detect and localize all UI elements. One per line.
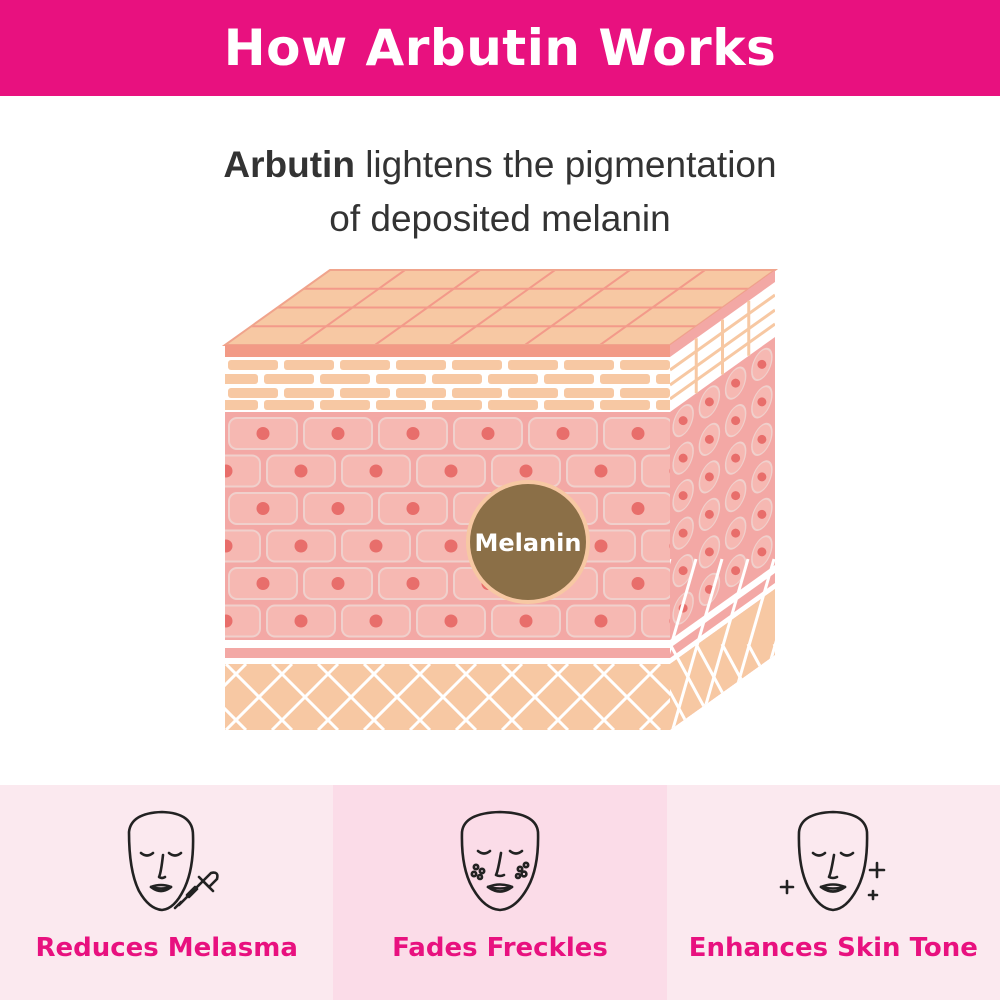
benefit-label-reduces-melasma: Reduces Melasma [35,933,298,963]
face-freckles-icon [460,810,540,912]
benefit-enhances-skin-tone: Enhances Skin Tone [666,785,1000,1000]
fat-lattice [225,662,670,730]
epidermis-bricks [225,360,670,410]
face-sparkle-icon [780,810,886,912]
melanin-label: Melanin [475,529,582,557]
title-banner: How Arbutin Works [0,0,1000,96]
dermis-layer [225,412,670,640]
intro-text: Arbutin lightens the pigmentation of dep… [0,138,1000,246]
intro-bold: Arbutin [223,144,355,185]
skin-layers-diagram: Melanin [221,269,779,730]
benefits-row: Reduces Melasma Fades Freckles [0,785,1000,1000]
intro-line-2: of deposited melanin [329,198,671,239]
skin-surface-top [225,270,775,345]
surface-edge [225,345,670,357]
subcutaneous-layer [225,664,670,730]
benefit-fades-freckles: Fades Freckles [333,785,667,1000]
benefit-reduces-melasma: Reduces Melasma [0,785,334,1000]
benefit-label-fades-freckles: Fades Freckles [392,933,608,963]
face-dropper-icon [127,810,219,912]
skin-cells [225,417,670,638]
melanin-granule: Melanin [466,480,590,604]
benefit-label-enhances-skin-tone: Enhances Skin Tone [688,933,978,963]
page-title: How Arbutin Works [223,19,777,77]
intro-line-1-rest: lightens the pigmentation [354,144,777,185]
intro-line-1: Arbutin lightens the pigmentation [0,138,1000,192]
